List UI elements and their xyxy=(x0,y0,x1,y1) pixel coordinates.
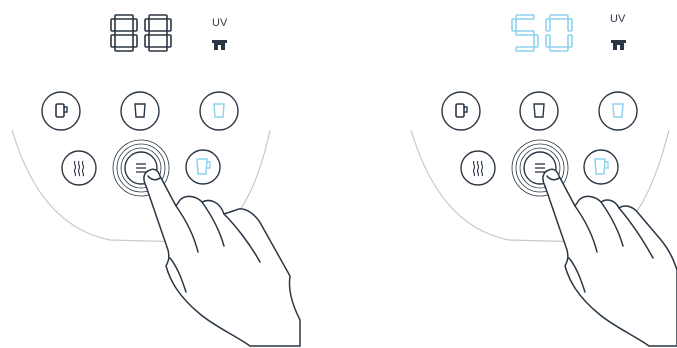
segment-d xyxy=(550,47,568,51)
pressing-hand xyxy=(144,169,300,346)
segment-b xyxy=(167,19,171,31)
uv-lamp-icon xyxy=(212,40,227,50)
segment-a xyxy=(115,15,133,19)
segment-c xyxy=(167,35,171,47)
mug-button[interactable] xyxy=(42,92,80,130)
segment-a xyxy=(516,15,534,19)
segment-f xyxy=(111,19,115,31)
cup-button[interactable] xyxy=(200,92,238,130)
jug-button[interactable] xyxy=(186,150,220,184)
segment-b xyxy=(568,19,572,31)
seven-segment-display xyxy=(111,15,171,51)
segment-g xyxy=(149,31,167,35)
uv-label: UV xyxy=(212,17,228,29)
seven-segment-display xyxy=(512,15,572,51)
segment-e xyxy=(546,35,550,47)
mug-button[interactable] xyxy=(442,92,480,130)
display-digit xyxy=(546,15,572,51)
segment-f xyxy=(145,19,149,31)
uv-label: UV xyxy=(610,13,626,25)
display-digit xyxy=(111,15,137,51)
hot-water-button[interactable] xyxy=(62,151,96,185)
jug-button[interactable] xyxy=(584,150,618,184)
segment-c xyxy=(133,35,137,47)
pressing-hand xyxy=(543,169,677,346)
segment-e xyxy=(145,35,149,47)
cup-button[interactable] xyxy=(599,92,637,130)
control-panel-right: UV xyxy=(339,0,677,348)
panel-drawing-right: UV xyxy=(339,0,677,348)
segment-f xyxy=(512,19,516,31)
segment-d xyxy=(149,47,167,51)
segment-a xyxy=(550,15,568,19)
segment-f xyxy=(546,19,550,31)
hot-water-button[interactable] xyxy=(461,151,495,185)
segment-b xyxy=(133,19,137,31)
glass-button[interactable] xyxy=(121,92,159,130)
uv-lamp-icon xyxy=(611,40,626,50)
segment-g xyxy=(115,31,133,35)
segment-c xyxy=(568,35,572,47)
segment-a xyxy=(149,15,167,19)
glass-button[interactable] xyxy=(520,92,558,130)
display-digit xyxy=(512,15,538,51)
segment-e xyxy=(111,35,115,47)
segment-d xyxy=(516,47,534,51)
segment-c xyxy=(534,35,538,47)
display-digit xyxy=(145,15,171,51)
panel-drawing-left: UV xyxy=(0,0,338,348)
segment-d xyxy=(115,47,133,51)
control-panel-left: UV xyxy=(0,0,338,348)
segment-g xyxy=(516,31,534,35)
